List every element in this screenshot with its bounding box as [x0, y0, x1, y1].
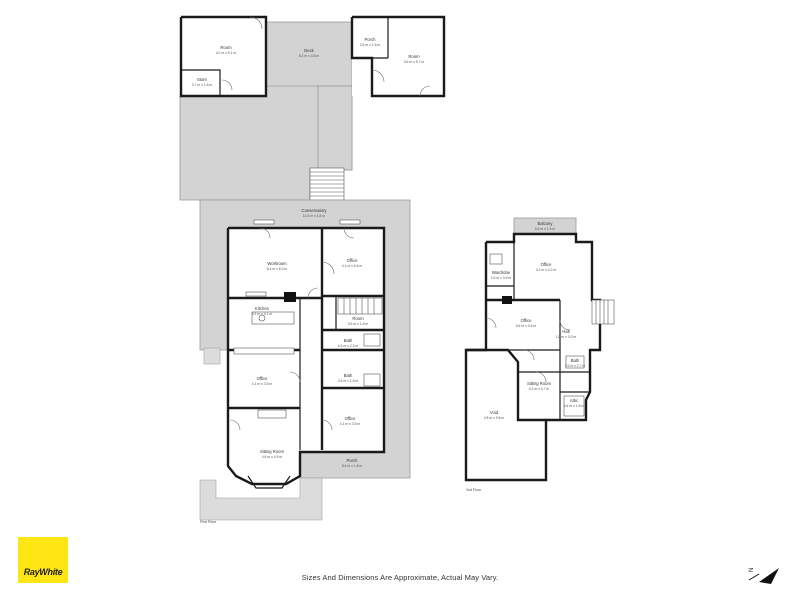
room-label-room-right: Room — [408, 54, 420, 59]
room-dim-office-left: 4.1 m x 3.5 m — [252, 382, 273, 386]
room-dim-bath-upper: 2.5 m x 2.7 m — [565, 364, 586, 368]
room-label-void: Void — [490, 410, 499, 415]
room-label-office-upper: Office — [541, 262, 553, 267]
floor-label-upper: 2nd Floor — [466, 488, 482, 492]
room-dim-office-front: 4.1 m x 3.5 m — [340, 422, 361, 426]
room-dim-office-upper2: 5.6 m x 3.6 m — [516, 324, 537, 328]
room-dim-porch-top: 2.6 m x 1.6 m — [360, 43, 381, 47]
room-dim-room-small: 3.6 m x 1.8 m — [348, 322, 369, 326]
deck-strip — [317, 85, 353, 171]
stair-icon — [309, 167, 345, 201]
main-house — [226, 219, 386, 489]
room-label-bath2: Bath — [344, 373, 353, 378]
room-label-office-ground: Office — [347, 258, 359, 263]
ray-white-logo: RayWhite — [18, 537, 68, 583]
room-label-office-upper2: Office — [521, 318, 533, 323]
room-dim-sitting: 4.6 m x 4.9 m — [262, 455, 283, 459]
room-label-room-small: Room — [352, 316, 364, 321]
room-building — [350, 15, 446, 98]
room-label-sitting-upper: Sitting Room — [527, 381, 551, 386]
room-dim-void: 4.8 m x 9.6 m — [484, 416, 505, 420]
room-dim-studio: 4.0 m x 5.1 m — [216, 51, 237, 55]
side-steps — [203, 347, 221, 365]
north-label: N — [749, 568, 755, 572]
studio-building — [179, 15, 268, 98]
room-dim-sitting-upper: 4.2 m x 4.7 m — [529, 387, 550, 391]
room-dim-balcony: 5.6 m x 1.6 m — [535, 227, 556, 231]
upper-floor — [464, 217, 615, 482]
room-dim-attic: 3.4 m x 1.8 m — [564, 404, 585, 408]
room-label-hall: Hall — [562, 329, 569, 334]
room-dim-wardrobe: 1.6 m x 3.6 m — [491, 276, 512, 280]
room-label-office-front: Office — [345, 416, 357, 421]
logo-text: RayWhite — [23, 567, 63, 577]
room-dim-deck-top: 8.2 m x 4.8 m — [299, 54, 320, 58]
dimensions-disclaimer: Sizes And Dimensions Are Approximate, Ac… — [301, 573, 499, 582]
room-label-bath-ground: Bath — [344, 338, 353, 343]
room-dim-hall: 1.8 m x 3.0 m — [556, 335, 577, 339]
room-label-deck-top: Deck — [304, 48, 314, 53]
room-dim-workroom: 6.4 m x 6.0 m — [267, 267, 288, 271]
room-dim-room-right: 3.6 m x 5.7 m — [404, 60, 425, 64]
room-label-attic: Attic — [570, 398, 578, 403]
room-dim-office-upper: 4.2 m x 4.2 m — [536, 268, 557, 272]
room-dim-store: 3.7 m x 1.6 m — [192, 83, 213, 87]
room-dim-office-ground: 4.1 m x 6.6 m — [342, 264, 363, 268]
room-label-bath-upper: Bath — [571, 358, 580, 363]
room-dim-bath-ground: 4.3 m x 2.2 m — [338, 344, 359, 348]
room-label-workroom: Workroom — [267, 261, 287, 266]
room-label-porch-front: Porch — [347, 458, 359, 463]
room-label-studio: Room — [220, 45, 232, 50]
room-label-porch-top: Porch — [365, 37, 377, 42]
room-label-wardrobe: Wardrobe — [492, 270, 511, 275]
room-dim-bath2: 3.4 m x 1.6 m — [338, 379, 359, 383]
room-label-store: Store — [197, 77, 208, 82]
floor-label-ground: First Floor — [200, 520, 217, 524]
room-label-office-left: Office — [257, 376, 269, 381]
top-deck — [265, 21, 353, 93]
front-path — [199, 477, 323, 521]
room-dim-porch-front: 8.4 m x 1.8 m — [342, 464, 363, 468]
room-label-sitting: Sitting Room — [260, 449, 284, 454]
room-label-conservatory: Conservatory — [302, 208, 328, 213]
room-dim-conservatory: 11.5 m x 1.8 m — [303, 214, 325, 218]
room-label-balcony: Balcony — [538, 221, 554, 226]
room-label-kitchen: Kitchen — [255, 306, 270, 311]
north-arrow-icon: N — [748, 568, 779, 584]
room-dim-kitchen: 4.9 m x 4.1 m — [252, 312, 273, 316]
